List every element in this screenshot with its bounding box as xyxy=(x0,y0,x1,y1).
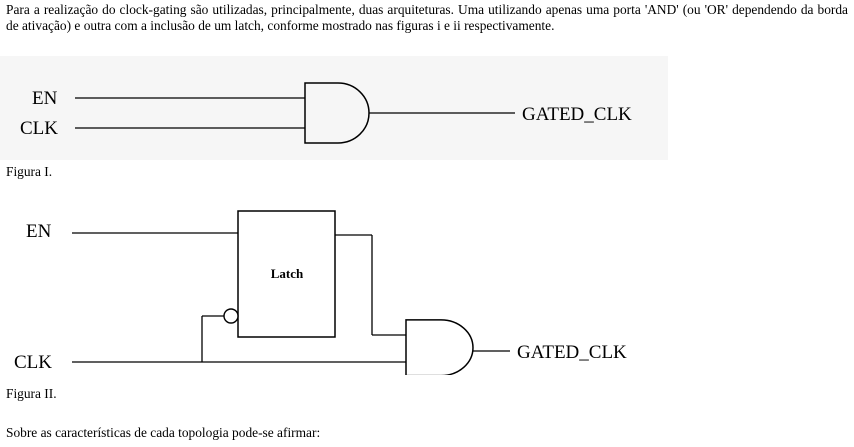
fig2-clk-label: CLK xyxy=(14,352,52,373)
latch-label: Latch xyxy=(271,266,304,281)
fig2-out-label: GATED_CLK xyxy=(517,342,627,363)
fig1-clk-label: CLK xyxy=(20,118,58,139)
latch-inverted-clock-input xyxy=(223,308,239,324)
figure-1-caption: Figura I. xyxy=(6,164,53,179)
fig1-en-label: EN xyxy=(32,88,58,109)
fig1-out-label: GATED_CLK xyxy=(522,104,632,125)
figure-2-caption: Figura II. xyxy=(6,386,57,401)
figure-1-diagram: EN CLK GATED_CLK xyxy=(0,56,668,160)
question-text: Sobre as características de cada topolog… xyxy=(6,425,321,440)
latch-block xyxy=(237,210,336,338)
fig1-and-gate xyxy=(304,82,370,144)
figure-2-diagram: EN Latch CLK GATED_CLK xyxy=(14,210,627,375)
intro-paragraph: Para a realização do clock-gating são ut… xyxy=(6,2,848,33)
fig2-en-label: EN xyxy=(26,221,52,242)
fig2-and-gate xyxy=(405,319,474,375)
